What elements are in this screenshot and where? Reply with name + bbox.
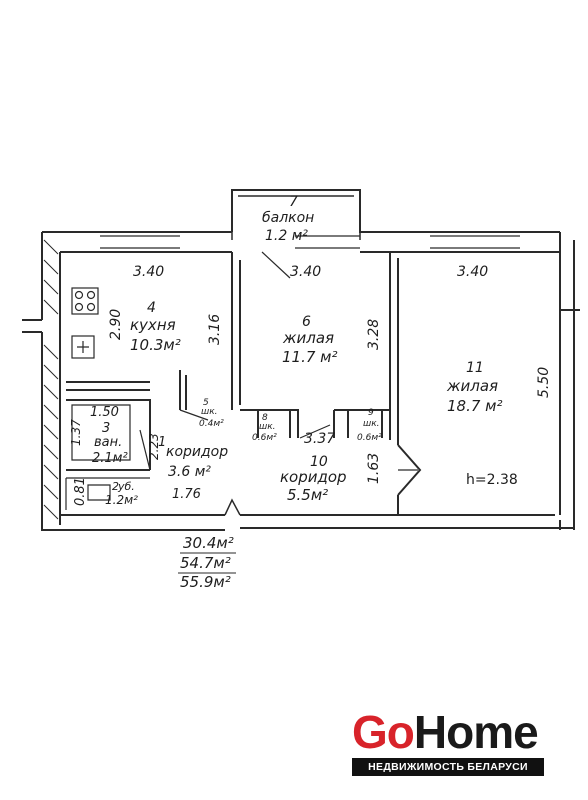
room-4-number: 4: [147, 300, 156, 316]
logo-go: Go: [352, 706, 415, 758]
dim-kitchen-width: 3.40: [133, 264, 164, 280]
outer-walls: [22, 189, 580, 531]
area-totals: 30.4м² 54.7м² 55.9м²: [178, 534, 236, 591]
dim-bath-side: 2.23: [147, 433, 161, 460]
room-4-name: кухня: [130, 316, 176, 334]
dim-bath-height: 1.37: [69, 419, 83, 446]
room-8-area: 0.6м²: [252, 433, 277, 443]
room-6-number: 6: [302, 314, 311, 330]
room-4-area: 10.3м²: [130, 336, 181, 354]
gohome-logo: GoHome НЕДВИЖИМОСТЬ БЕЛАРУСИ: [352, 706, 544, 776]
room-5-area: 0.4м²: [199, 419, 224, 429]
logo-tagline: НЕДВИЖИМОСТЬ БЕЛАРУСИ: [352, 758, 544, 776]
sink-icon: [71, 335, 95, 359]
total-area-with-balcony: 55.9м²: [180, 573, 231, 591]
dim-corridor1-width: 1.76: [172, 487, 201, 502]
room-3-number: 3: [102, 421, 110, 436]
total-living-area: 30.4м²: [183, 534, 234, 552]
room-3-area: 2.1м²: [92, 451, 128, 466]
room-11-area: 18.7 м²: [447, 397, 503, 415]
room-10-area: 5.5м²: [287, 486, 328, 504]
room-5-number: 5: [203, 398, 209, 408]
room-10-number: 10: [310, 454, 328, 470]
dim-wc-height: 0.81: [73, 477, 88, 506]
room-1-number: 1: [158, 435, 166, 450]
room-2-name: уб.: [117, 480, 135, 493]
room-7-name: балкон: [262, 210, 314, 226]
room-2-number: 2: [112, 480, 119, 493]
dim-kitchen-side: 3.16: [207, 314, 223, 345]
room-8-name: шк.: [259, 422, 276, 432]
room-10-name: коридор: [280, 468, 347, 486]
ceiling-height: h=2.38: [466, 472, 518, 488]
room-6-area: 11.7 м²: [282, 348, 338, 366]
logo-home: Home: [413, 706, 539, 758]
room-11-number: 11: [466, 360, 484, 376]
dim-room6-height: 3.28: [366, 319, 382, 350]
room-1-area: 3.6 м²: [168, 464, 211, 480]
room-9-area: 0.6м²: [357, 433, 382, 443]
dim-kitchen-height: 2.90: [108, 309, 124, 340]
dim-bath-width: 1.50: [90, 405, 119, 420]
dim-corridor10-height: 1.63: [366, 453, 382, 484]
room-2-area: 1.2м²: [105, 493, 138, 507]
room-9-number: 9: [368, 408, 374, 418]
room-8-number: 8: [262, 413, 268, 423]
room-11-name: жилая: [446, 377, 498, 395]
room-7-area: 1.2 м²: [265, 228, 308, 244]
interior-walls: [65, 252, 422, 515]
room-5-name: шк.: [201, 407, 218, 417]
dim-room11-width: 3.40: [457, 264, 488, 280]
total-area: 54.7м²: [180, 554, 231, 572]
dim-room6-width: 3.40: [290, 264, 321, 280]
dimension-labels: 3.40 3.40 3.40 2.90 3.16 3.28 5.50 1.50 …: [69, 264, 552, 506]
dim-room11-height: 5.50: [536, 367, 552, 398]
room-3-name: ван.: [94, 435, 122, 450]
room-1-name: коридор: [166, 444, 228, 460]
room-7-number: 7: [289, 194, 298, 210]
dim-corridor10-width: 3.37: [304, 431, 335, 447]
stove-icon: [71, 287, 99, 315]
logo-wordmark: GoHome: [352, 704, 539, 760]
room-9-name: шк.: [363, 419, 380, 429]
room-labels: 7 балкон 1.2 м² 4 кухня 10.3м² 6 жилая 1…: [92, 194, 503, 507]
door-swings: [139, 251, 418, 471]
room-6-name: жилая: [282, 329, 334, 347]
